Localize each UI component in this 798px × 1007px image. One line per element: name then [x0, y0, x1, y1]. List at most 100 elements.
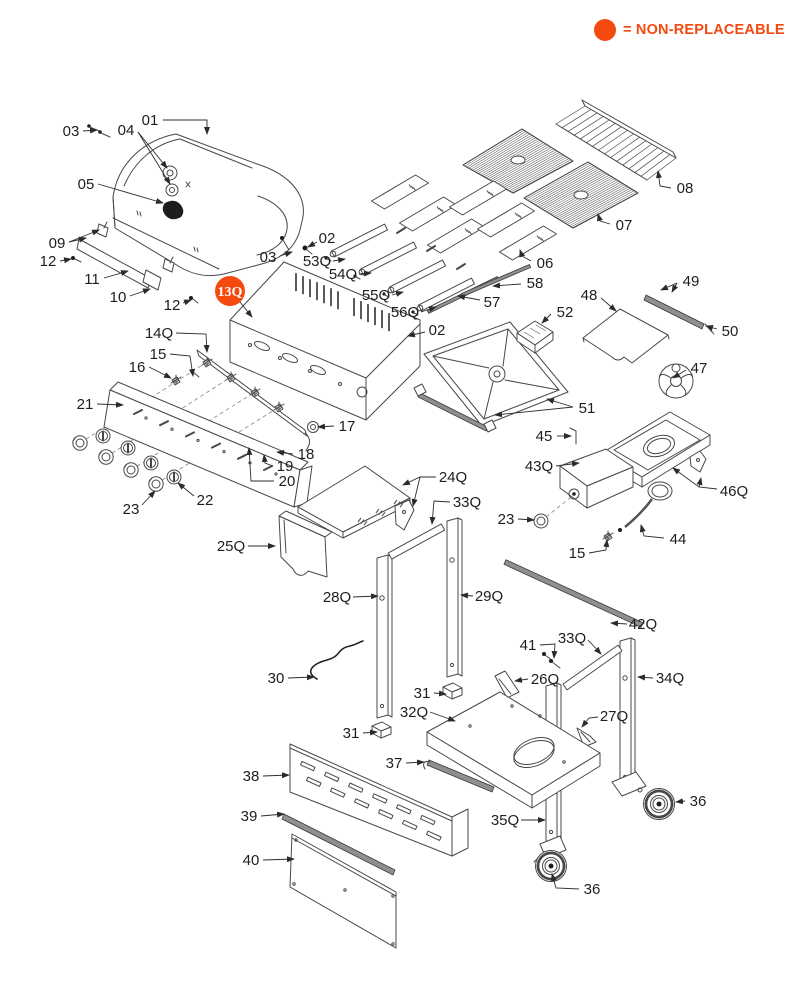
svg-text:11: 11 [84, 271, 100, 288]
callout-19-40: 19 [261, 454, 294, 475]
svg-text:09: 09 [49, 235, 66, 252]
callout-32Q-57: 32Q [400, 704, 456, 722]
callout-05-3: 05 [78, 176, 164, 204]
callout-15-35: 15 [150, 346, 195, 377]
igniter-drawing [533, 427, 673, 532]
svg-text:12: 12 [164, 297, 181, 314]
svg-text:42Q: 42Q [629, 616, 657, 633]
callout-31-56: 31 [414, 685, 447, 702]
callout-09-4: 09 [49, 229, 100, 252]
callout-46Q-30: 46Q [672, 467, 748, 500]
svg-text:43Q: 43Q [525, 458, 553, 475]
callout-07-20: 07 [597, 213, 633, 234]
callout-52-25: 52 [541, 304, 573, 324]
svg-text:33Q: 33Q [558, 630, 586, 647]
svg-text:31: 31 [343, 725, 360, 742]
svg-text:53Q: 53Q [303, 253, 331, 270]
svg-text:31: 31 [414, 685, 431, 702]
callout-57-17: 57 [457, 294, 501, 311]
callout-45-28: 45 [536, 428, 572, 445]
svg-text:24Q: 24Q [439, 469, 467, 486]
callout-28Q-47: 28Q [323, 589, 379, 606]
side-burner-lid-drawing [582, 308, 670, 364]
svg-text:23: 23 [123, 501, 140, 518]
callout-42Q-49: 42Q [610, 616, 657, 633]
svg-text:16: 16 [129, 359, 146, 376]
callout-15-32: 15 [569, 539, 610, 562]
callout-12-5: 12 [40, 253, 72, 270]
callout-43Q-29: 43Q [525, 458, 580, 475]
side-shelf-drawing [297, 465, 415, 539]
svg-text:55Q: 55Q [362, 287, 390, 304]
callout-02-11: 02 [307, 230, 336, 248]
legend-label: = NON-REPLACEABLE [623, 22, 785, 38]
svg-text:02: 02 [429, 322, 446, 339]
svg-text:38: 38 [243, 768, 260, 785]
svg-text:54Q: 54Q [329, 266, 357, 283]
svg-text:39: 39 [241, 808, 258, 825]
svg-text:07: 07 [616, 217, 633, 234]
callout-08-21: 08 [655, 170, 694, 197]
svg-text:47: 47 [691, 360, 708, 377]
callout-22-42: 22 [177, 482, 213, 509]
svg-text:56Q: 56Q [391, 304, 419, 321]
callout-13Q-9: 13Q [215, 276, 253, 318]
callout-30-55: 30 [268, 670, 315, 687]
svg-text:15: 15 [569, 545, 586, 562]
callout-44-33: 44 [639, 524, 686, 548]
svg-text:28Q: 28Q [323, 589, 351, 606]
svg-text:27Q: 27Q [600, 708, 628, 725]
firebox-drawing [229, 261, 421, 421]
callout-23-31: 23 [498, 511, 535, 528]
svg-text:35Q: 35Q [491, 812, 519, 829]
svg-text:01: 01 [142, 112, 159, 129]
warming-rack-drawing [555, 99, 677, 181]
svg-text:03: 03 [260, 249, 277, 266]
svg-text:40: 40 [243, 852, 260, 869]
svg-text:25Q: 25Q [217, 538, 245, 555]
svg-text:57: 57 [484, 294, 501, 311]
callout-53Q-12: 53Q [303, 253, 346, 270]
callout-14Q-34: 14Q [145, 325, 210, 353]
drip-pan-drawing [413, 321, 569, 433]
callout-50-24: 50 [705, 323, 739, 340]
callout-20-41: 20 [246, 447, 295, 490]
svg-text:37: 37 [386, 755, 403, 772]
highlight-badge [215, 276, 245, 306]
svg-text:02: 02 [319, 230, 336, 247]
callout-36-65: 36 [551, 873, 601, 898]
callout-47-27: 47 [672, 360, 708, 379]
callout-10-7: 10 [110, 288, 151, 306]
svg-text:36: 36 [584, 881, 601, 898]
callout-37-59: 37 [386, 755, 425, 772]
callout-41-50: 41 [520, 637, 558, 659]
side-burner-box-drawing [545, 448, 634, 518]
back-panel-drawing [289, 743, 469, 857]
svg-text:18: 18 [298, 446, 315, 463]
bottom-panel-drawing [289, 833, 397, 949]
svg-text:45: 45 [536, 428, 553, 445]
callout-33Q-51: 33Q [558, 630, 602, 655]
callout-27Q-54: 27Q [581, 708, 628, 728]
cart-frame-drawing [371, 517, 647, 863]
svg-text:17: 17 [339, 418, 356, 435]
callout-21-37: 21 [77, 396, 124, 413]
callout-01-0: 01 [142, 112, 210, 135]
svg-text:08: 08 [677, 180, 694, 197]
bottom-shelf-drawing [426, 691, 601, 809]
svg-text:19: 19 [277, 458, 294, 475]
callout-12-8: 12 [164, 297, 192, 314]
callout-23-43: 23 [123, 490, 156, 518]
callout-49-23: 49 [660, 273, 700, 293]
callout-02-16: 02 [407, 322, 446, 339]
svg-text:49: 49 [683, 273, 700, 290]
svg-text:29Q: 29Q [475, 588, 503, 605]
callout-38-60: 38 [243, 768, 290, 785]
svg-text:50: 50 [722, 323, 739, 340]
svg-text:26Q: 26Q [531, 671, 559, 688]
svg-text:13Q: 13Q [218, 285, 243, 300]
callout-29Q-48: 29Q [460, 588, 503, 605]
